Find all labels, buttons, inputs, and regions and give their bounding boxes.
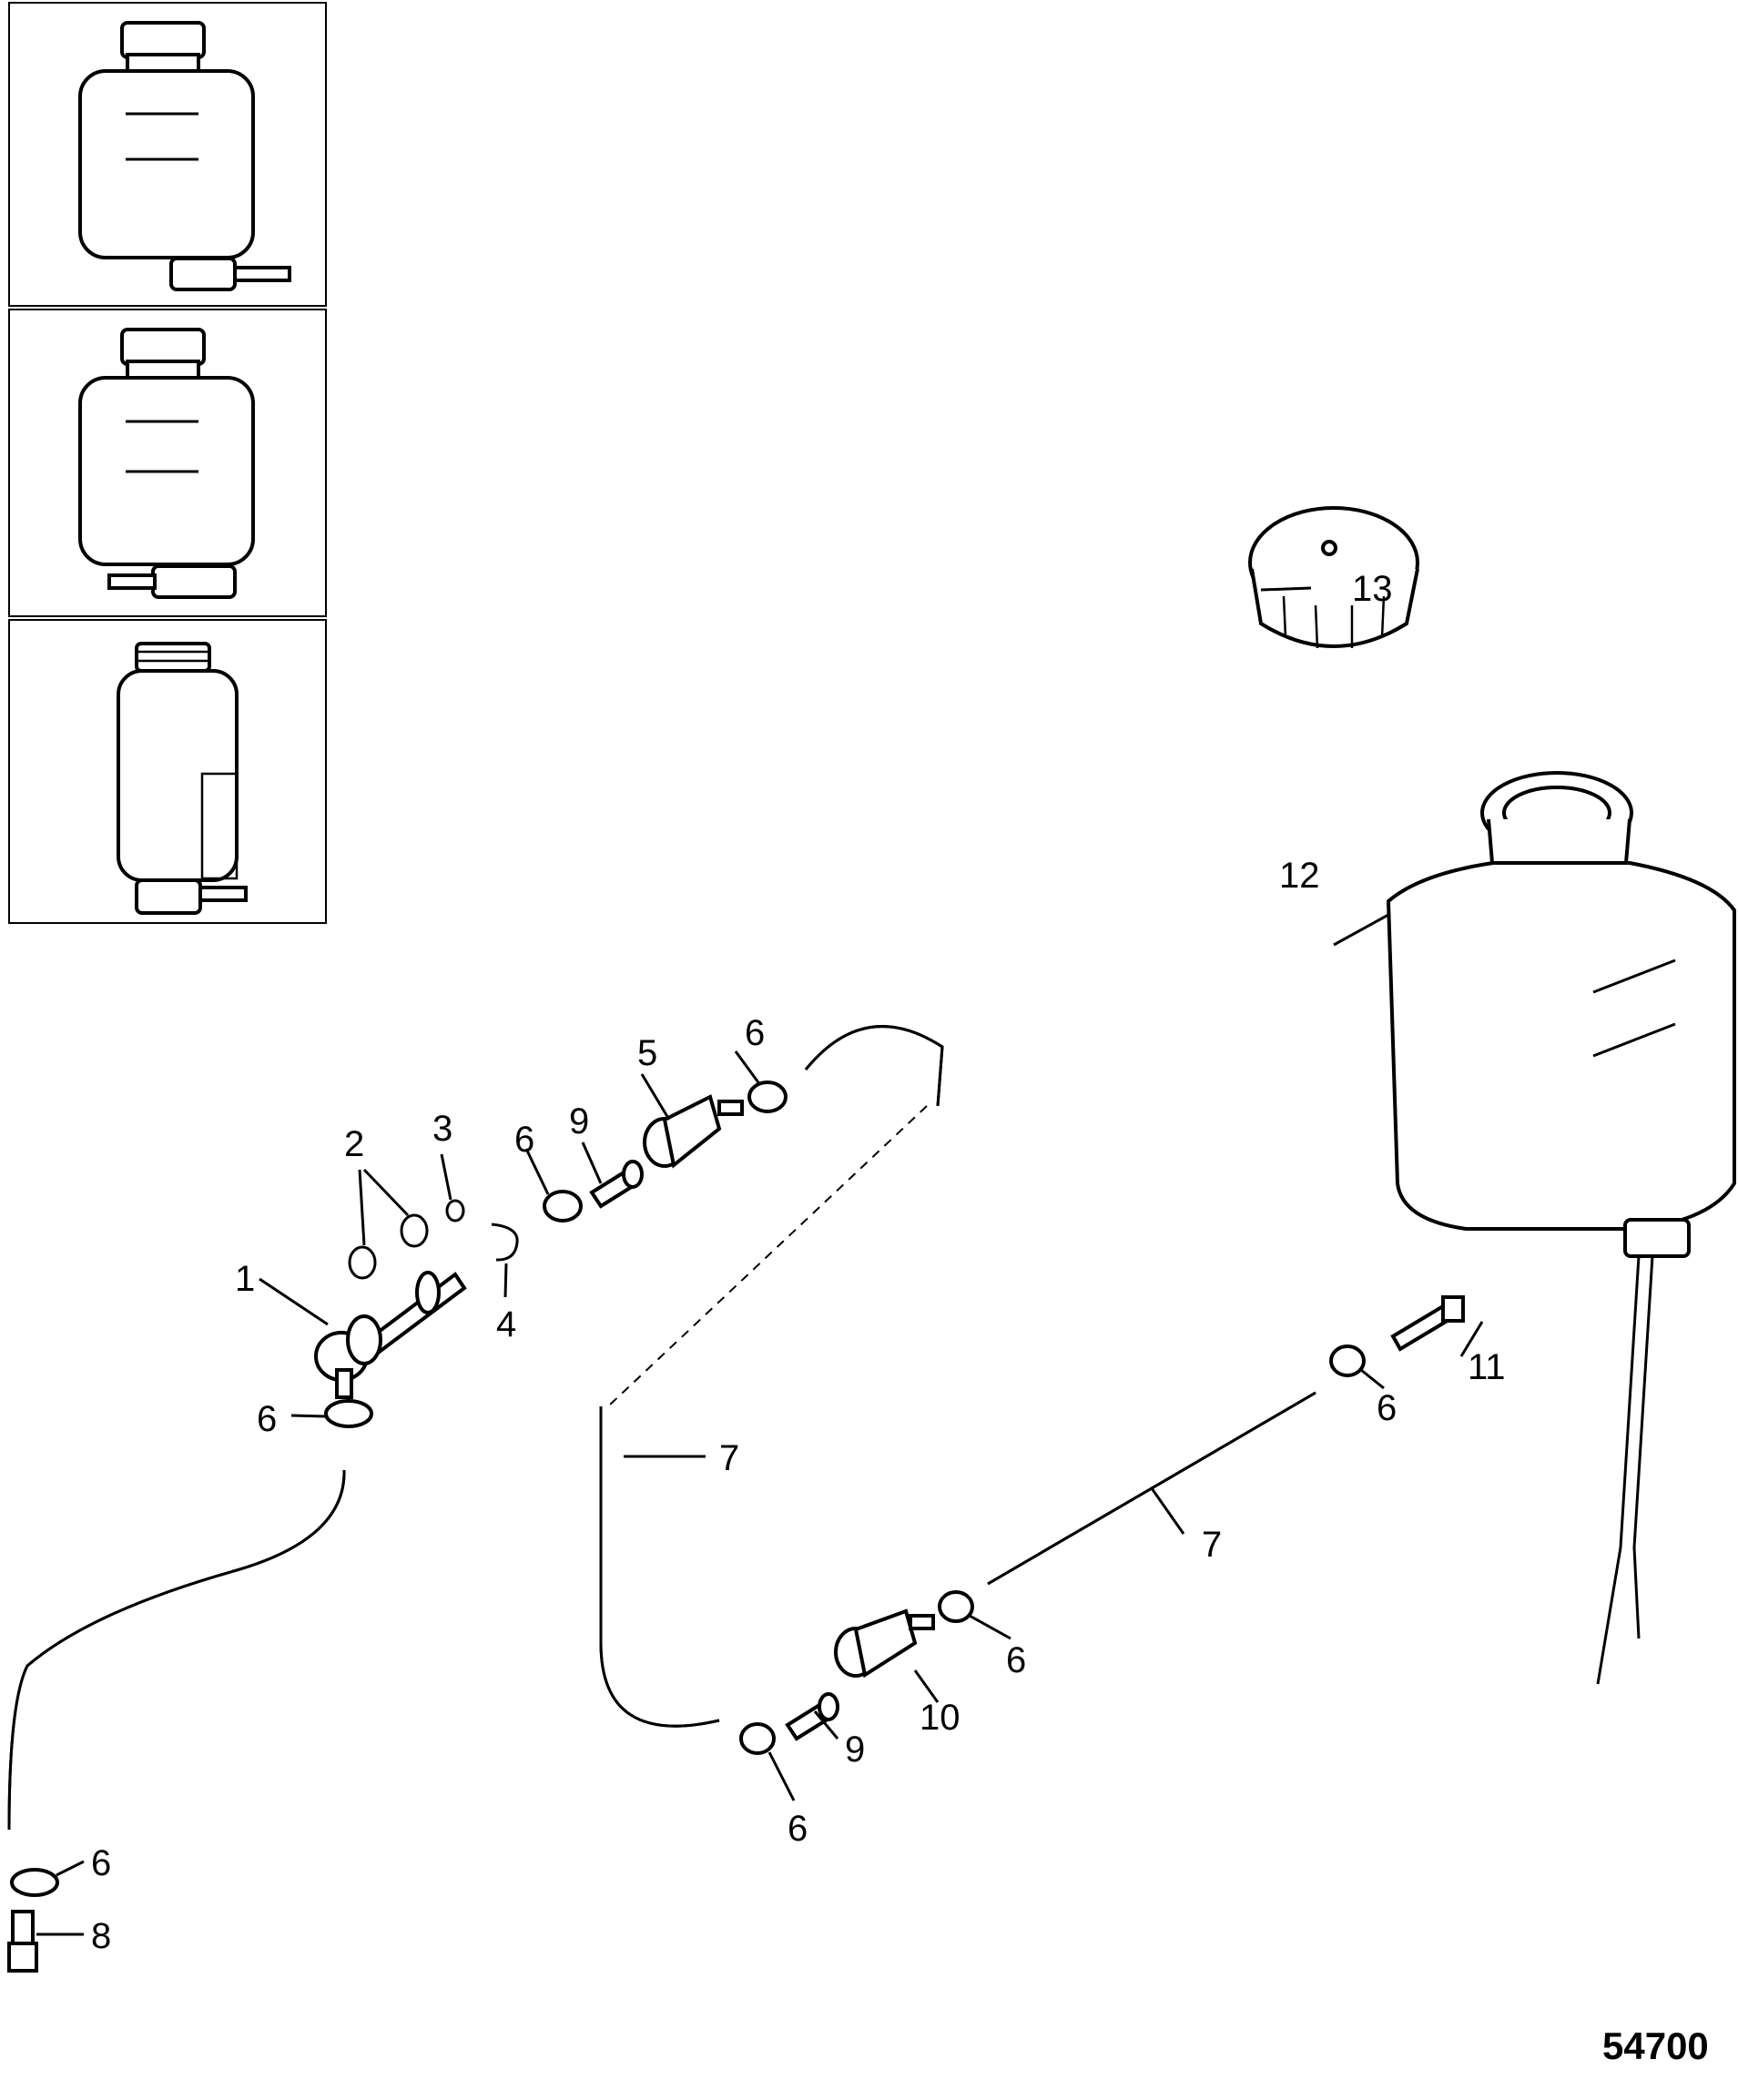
callout-9a: 9	[569, 1101, 589, 1141]
leader-lines	[36, 586, 1484, 1936]
callout-6g: 6	[91, 1843, 111, 1883]
callout-5: 5	[637, 1033, 657, 1073]
callout-2: 2	[344, 1124, 364, 1164]
barb-fittings	[589, 1160, 839, 1741]
power-steering-reservoir	[1386, 771, 1736, 1685]
figure-number: 54700	[1602, 2024, 1709, 2067]
callout-6c: 6	[257, 1399, 277, 1439]
o-rings	[348, 1213, 429, 1280]
quick-connectors	[643, 1094, 935, 1679]
callout-7a: 7	[719, 1438, 739, 1478]
callout-6e: 6	[1006, 1640, 1026, 1680]
small-o-ring	[445, 1199, 465, 1222]
callout-6d: 6	[1377, 1388, 1397, 1428]
retaining-clip	[491, 1222, 519, 1262]
threaded-barb-fitting	[7, 1910, 38, 1973]
callout-1: 1	[235, 1259, 255, 1299]
callout-6f: 6	[788, 1809, 808, 1849]
callout-4: 4	[496, 1304, 516, 1344]
hoses	[7, 1025, 1316, 1831]
callout-labels: 1 2 3 4 5 6 6 6 6 6 6 6 7 7 8 9 9 10 11 …	[91, 569, 1709, 2067]
callout-6a: 6	[745, 1013, 765, 1053]
hose-clamps	[10, 1080, 1366, 1897]
callout-3: 3	[432, 1109, 452, 1149]
outlet-fitting	[1390, 1295, 1465, 1352]
elbow-fitting	[314, 1271, 467, 1399]
callout-6b: 6	[514, 1120, 534, 1160]
callout-9b: 9	[845, 1730, 865, 1770]
callout-13: 13	[1352, 569, 1393, 609]
callout-7b: 7	[1202, 1525, 1222, 1565]
inset-reservoir-variant-2	[8, 309, 327, 617]
callout-12: 12	[1279, 856, 1320, 896]
inset-reservoir-variant-1	[8, 2, 327, 307]
callout-11: 11	[1468, 1347, 1506, 1387]
callout-8: 8	[91, 1916, 111, 1956]
callout-10: 10	[920, 1698, 960, 1738]
inset-reservoir-variant-3	[8, 619, 327, 924]
